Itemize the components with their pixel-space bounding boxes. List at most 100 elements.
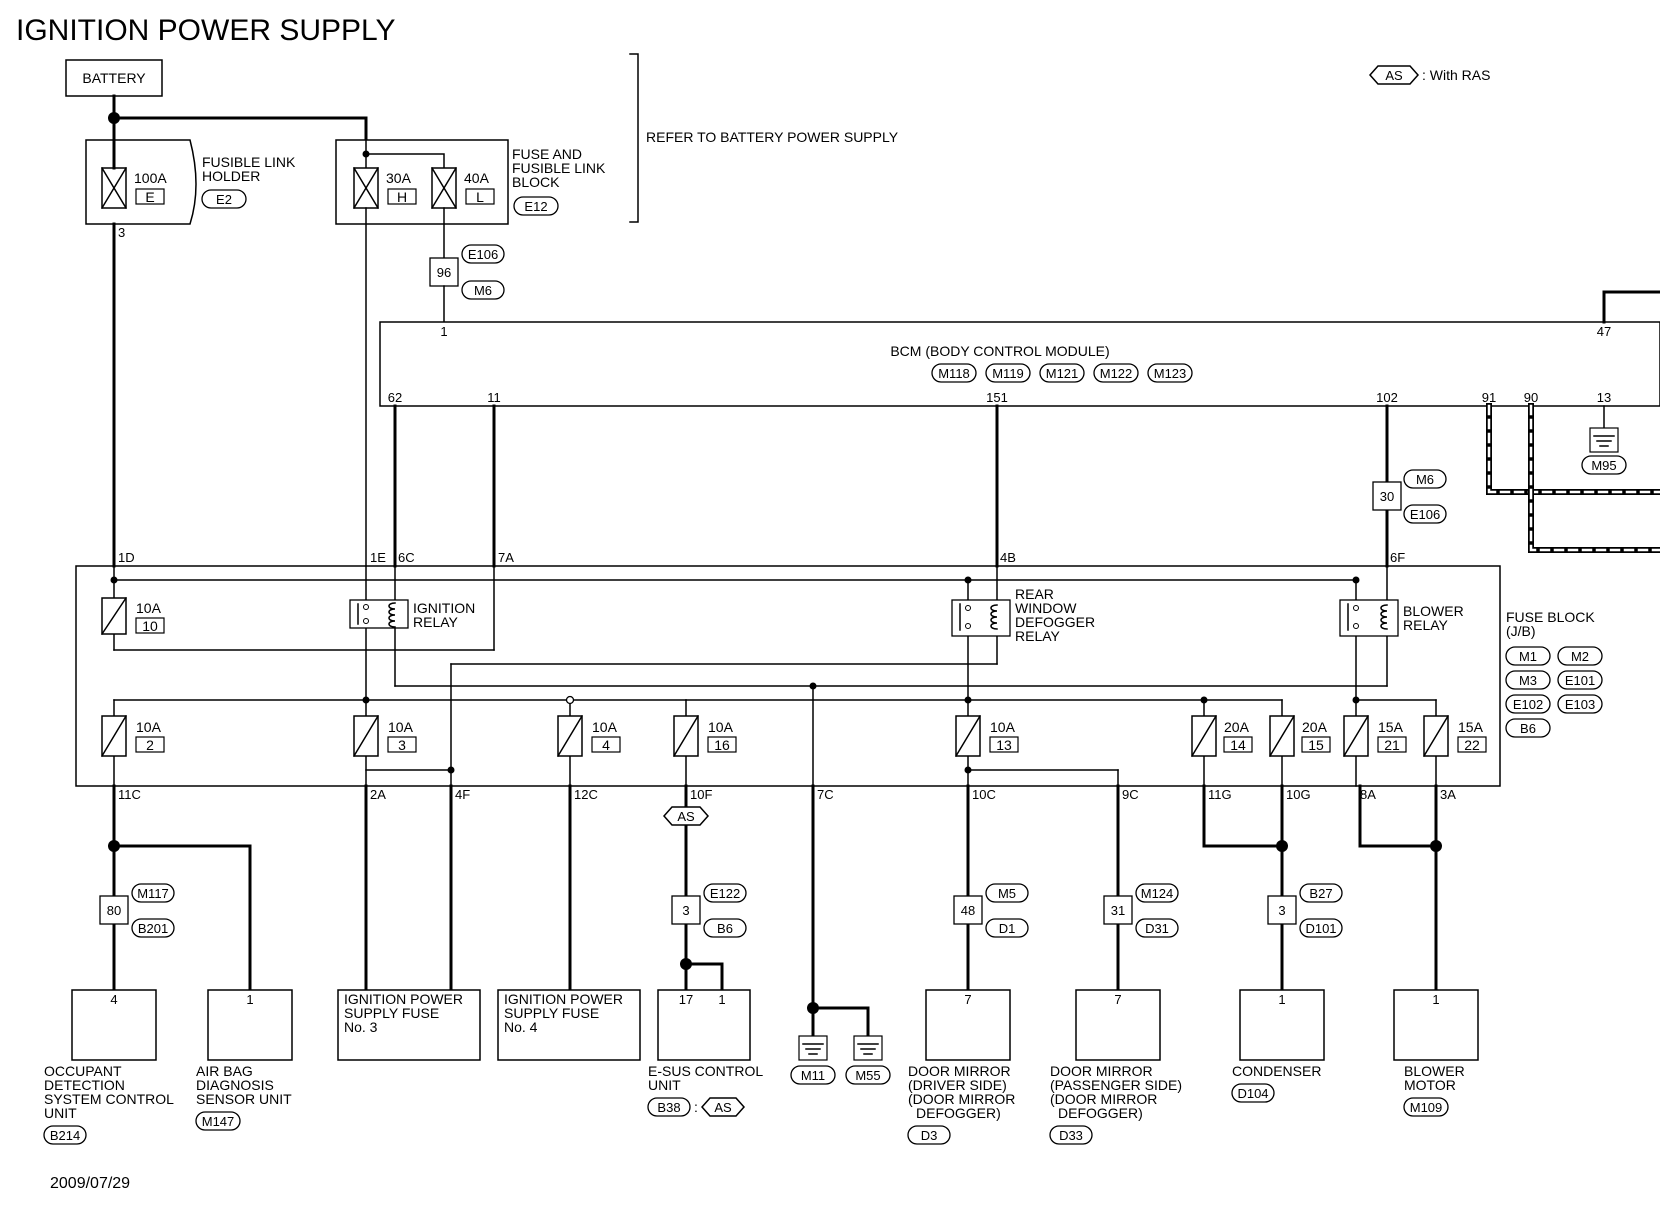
joint-48-tag2: D1	[999, 921, 1016, 936]
ground-m11-label: M11	[801, 1068, 825, 1083]
fuse-15-amp: 20A	[1302, 719, 1328, 735]
flb-name-line1: FUSE AND	[512, 146, 582, 162]
fb-pin-10c: 10C	[972, 787, 996, 802]
fuse-link-block: 30A H 40A L FUSE AND FUSIBLE LINK BLOCK …	[335, 139, 606, 225]
fuse-16-id: 16	[714, 737, 730, 753]
fb-connector-7: B6	[1520, 721, 1536, 736]
fb-pin-1e: 1E	[370, 550, 386, 565]
trunk-wires	[112, 207, 1389, 568]
battery-label: BATTERY	[82, 70, 146, 86]
ignition-relay-line1: IGNITION	[413, 600, 475, 616]
airbag-diagnosis-unit: 1 AIR BAG DIAGNOSIS SENSOR UNIT M147	[195, 989, 293, 1131]
connector-96: 96 E106 M6	[429, 207, 505, 323]
esus-name-1: E-SUS CONTROL	[648, 1063, 763, 1079]
ground-m55-label: M55	[855, 1068, 880, 1083]
bcm-pin-102: 102	[1376, 390, 1398, 405]
dm-pass-connector: D33	[1059, 1128, 1083, 1143]
ground-m55: M55	[845, 1035, 891, 1085]
fuse-block: 1D 1E 6C 7A 4B 6F	[75, 550, 1603, 802]
dm-driver-connector: D3	[921, 1128, 938, 1143]
fuse-3-amp: 10A	[388, 719, 414, 735]
airbag-name-3: SENSOR UNIT	[196, 1091, 292, 1107]
connector-96-tag2: M6	[474, 283, 492, 298]
airbag-name-2: DIAGNOSIS	[196, 1077, 274, 1093]
ground-m95: M95	[1581, 405, 1627, 475]
occupant-pin: 4	[110, 992, 117, 1007]
fb-pin-3a: 3A	[1440, 787, 1456, 802]
blower-motor: 1 BLOWER MOTOR M109	[1393, 989, 1479, 1117]
door-mirror-driver: 7 DOOR MIRROR (DRIVER SIDE) (DOOR MIRROR…	[907, 989, 1015, 1145]
airbag-pin: 1	[246, 992, 253, 1007]
joint-3-esus: 3 E122 B6	[671, 883, 747, 938]
fb-pin-12c: 12C	[574, 787, 598, 802]
esus-name-2: UNIT	[648, 1077, 681, 1093]
blower-relay: BLOWER RELAY	[1339, 599, 1464, 637]
fuse-21-id: 21	[1384, 737, 1400, 753]
dm-driver-name-3: (DOOR MIRROR	[908, 1091, 1015, 1107]
fuse-4-id: 4	[602, 737, 610, 753]
fuse-40a-id: L	[476, 189, 484, 205]
joint-3-condenser: 3 B27 D101	[1267, 883, 1343, 938]
fb-pin-10f: 10F	[690, 787, 712, 802]
bcm-pin-62: 62	[388, 390, 402, 405]
fb-pin-6c: 6C	[398, 550, 415, 565]
as-tag: AS	[662, 806, 710, 826]
battery-bus	[112, 94, 368, 142]
fuse-13-id: 13	[996, 737, 1012, 753]
fb-connector-4: E101	[1565, 673, 1595, 688]
occupant-detection-unit: 4 OCCUPANT DETECTION SYSTEM CONTROL UNIT…	[43, 989, 174, 1145]
as-tag-label: AS	[677, 809, 695, 824]
refer-note-text: REFER TO BATTERY POWER SUPPLY	[646, 129, 899, 145]
occupant-connector: B214	[50, 1128, 80, 1143]
ign-fuse3-line1: IGNITION POWER	[344, 991, 463, 1007]
ign-fuse3-line3: No. 3	[344, 1019, 378, 1035]
flb-name-line3: BLOCK	[512, 174, 560, 190]
esus-connector: B38	[657, 1100, 680, 1115]
condenser-pin: 1	[1278, 992, 1285, 1007]
joint-3b-tag2: D101	[1305, 921, 1336, 936]
legend: AS : With RAS	[1368, 65, 1490, 85]
pin-3-flh: 3	[118, 225, 125, 240]
fuse-15-id: 15	[1308, 737, 1324, 753]
fusible-link-holder: 100A E FUSIBLE LINK HOLDER E2	[85, 138, 296, 225]
joint-31: 31 M124 D31	[1103, 883, 1179, 938]
fuse-100a-amp: 100A	[134, 170, 167, 186]
fuse-22-amp: 15A	[1458, 719, 1484, 735]
joint-3a-pin: 3	[682, 903, 689, 918]
joint-31-tag1: M124	[1141, 886, 1174, 901]
blower-relay-line2: RELAY	[1403, 617, 1449, 633]
fb-pin-7c: 7C	[817, 787, 834, 802]
fb-pin-6f: 6F	[1390, 550, 1405, 565]
bcm-pin-11: 11	[487, 390, 501, 405]
fb-pin-8a: 8A	[1360, 787, 1376, 802]
defogger-relay-line3: DEFOGGER	[1015, 614, 1095, 630]
fuse-13-amp: 10A	[990, 719, 1016, 735]
defogger-relay-line2: WINDOW	[1015, 600, 1077, 616]
fb-pin-11g: 11G	[1208, 787, 1232, 802]
esus-control-unit: 17 1 E-SUS CONTROL UNIT B38 : AS	[647, 989, 763, 1117]
defogger-relay-line4: RELAY	[1015, 628, 1061, 644]
battery-junction	[108, 112, 120, 124]
svg-text::: :	[694, 1099, 698, 1115]
fuse-2-amp: 10A	[136, 719, 162, 735]
occupant-name-4: UNIT	[44, 1105, 77, 1121]
output-junctions	[108, 840, 1442, 1014]
fb-connector-1: M1	[1519, 649, 1537, 664]
legend-text: : With RAS	[1422, 67, 1490, 83]
bcm-pin47-wire	[1602, 290, 1660, 324]
blower-motor-connector: M109	[1410, 1100, 1443, 1115]
fb-pin-7a: 7A	[498, 550, 514, 565]
rear-defogger-relay: REAR WINDOW DEFOGGER RELAY	[951, 586, 1095, 644]
bcm-connector-1: M118	[938, 366, 970, 381]
connector-96-pin: 96	[437, 265, 451, 280]
ign-fuse4-line1: IGNITION POWER	[504, 991, 623, 1007]
bcm-pin-47: 47	[1597, 324, 1611, 339]
ignition-fuse-no4: IGNITION POWER SUPPLY FUSE No. 4	[497, 989, 641, 1061]
dm-driver-name-4: DEFOGGER)	[916, 1105, 1001, 1121]
refer-note: REFER TO BATTERY POWER SUPPLY	[629, 53, 899, 223]
esus-as-tag: AS	[714, 1100, 732, 1115]
connector-30-tag2: E106	[1410, 507, 1440, 522]
fuse-21-amp: 15A	[1378, 719, 1404, 735]
fuse-block-connectors: M1 M2 M3 E101 E102 E103 B6	[1505, 646, 1603, 738]
bcm-connector-5: M123	[1154, 366, 1187, 381]
